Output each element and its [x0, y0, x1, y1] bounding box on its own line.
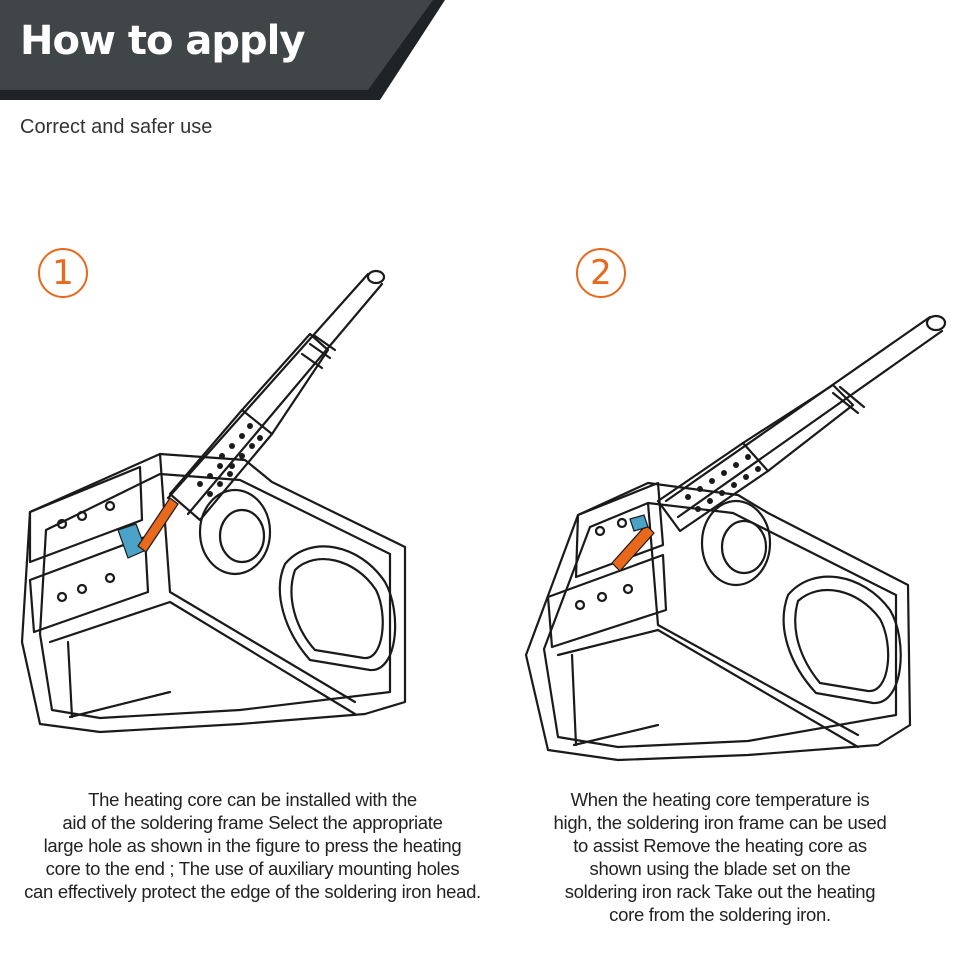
step-1-caption: The heating core can be installed with t… [0, 788, 505, 903]
step-1-number: 1 [38, 248, 88, 298]
step-2-caption: When the heating core temperature is hig… [505, 788, 935, 926]
page-title: How to apply [20, 18, 305, 64]
caption-line: can effectively protect the edge of the … [24, 881, 481, 902]
caption-line: soldering iron rack Take out the heating [564, 881, 876, 902]
caption-line: high, the soldering iron frame can be us… [553, 812, 887, 833]
page-subtitle: Correct and safer use [20, 116, 213, 138]
caption-line: to assist Remove the heating core as [573, 835, 867, 856]
caption-line: When the heating core temperature is [570, 789, 870, 810]
caption-line: large hole as shown in the figure to pre… [43, 835, 462, 856]
soldering-stand-step-2-icon [524, 314, 947, 762]
caption-line: core from the soldering iron. [609, 904, 831, 925]
caption-line: The heating core can be installed with t… [88, 789, 417, 810]
header-banner [0, 0, 445, 100]
caption-line: aid of the soldering frame Select the ap… [62, 812, 443, 833]
step-2-number: 2 [576, 248, 626, 298]
caption-line: core to the end ; The use of auxiliary m… [45, 858, 460, 879]
caption-line: shown using the blade set on the [589, 858, 851, 879]
soldering-stand-step-1-icon [20, 269, 407, 734]
